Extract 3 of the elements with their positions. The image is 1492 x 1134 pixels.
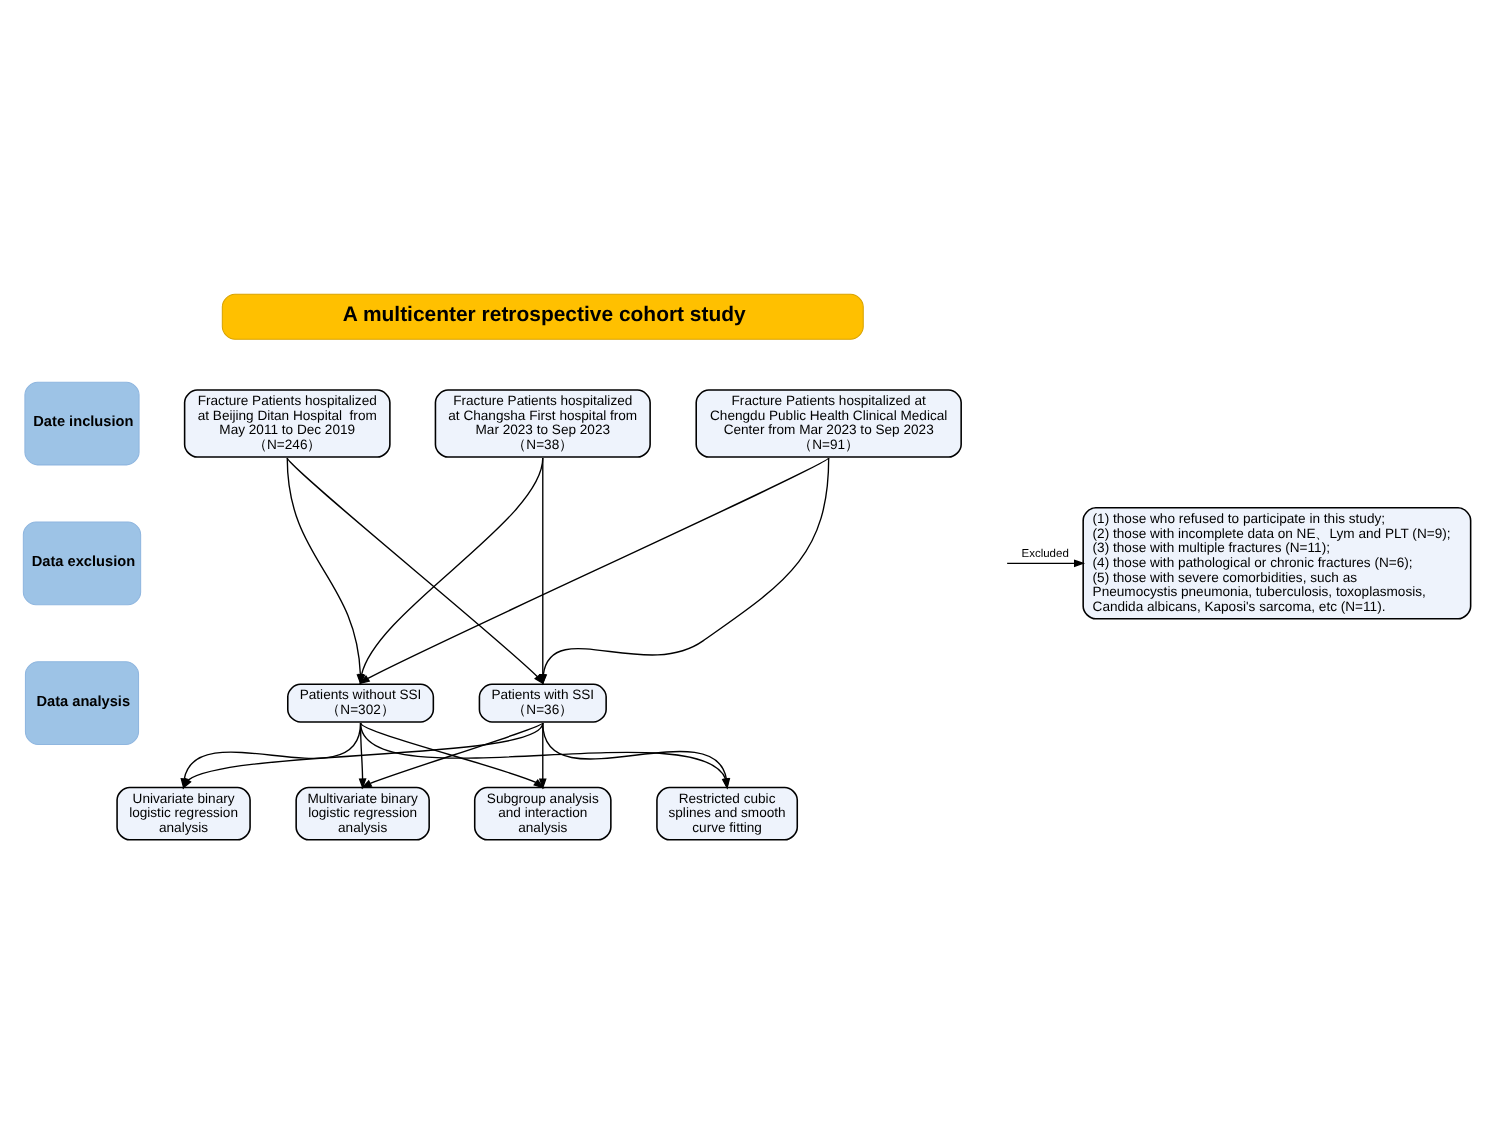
arrow [1005,559,1085,568]
node-box: A multicenter retrospective cohort study [220,293,863,340]
arrow [357,722,366,790]
